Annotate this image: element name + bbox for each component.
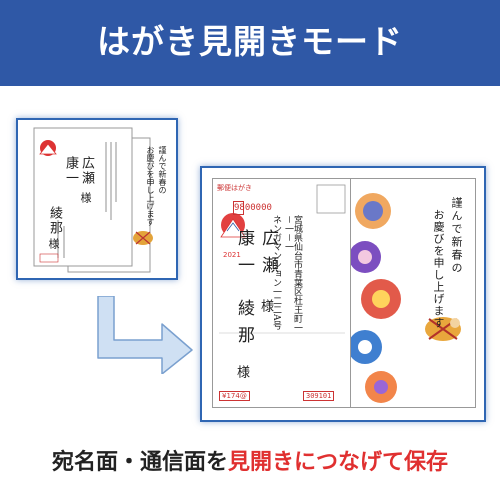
- small-greeting-2: お慶びを申し上げます: [146, 146, 155, 226]
- banner-title: はがき見開きモード: [97, 22, 403, 61]
- year-label: 2021: [223, 251, 241, 259]
- address-line-2: ネンガマンション一二二A号: [271, 215, 281, 330]
- name-given: 康一: [234, 229, 254, 283]
- address-line-1: 宮城県仙台市青葉区杜王町一－一－一: [283, 215, 302, 332]
- small-name-surname: 広瀬: [79, 156, 94, 186]
- greeting-line-2: お慶びを申し上げます: [432, 209, 445, 329]
- postal-code-boxes: 9800000: [233, 201, 272, 215]
- postcard-label: 郵便はがき: [217, 184, 252, 192]
- name-second: 綾那: [234, 299, 254, 353]
- footer-highlight: 見開きにつなげて保存: [228, 450, 449, 475]
- footer-caption: 宛名面・通信面を見開きにつなげて保存: [0, 447, 500, 479]
- address-face: 郵便はがき 9800000 2021 宮城県仙台市青葉区杜王町一－一－一 ネンガ…: [212, 178, 352, 408]
- small-name-second: 綾那: [47, 206, 62, 236]
- honorific-2: 様: [234, 365, 249, 378]
- code-bottom: 309101: [303, 391, 335, 401]
- message-face: 謹んで新春の お慶びを申し上げます: [350, 178, 476, 408]
- flower-illustration: [351, 193, 461, 403]
- stamp-bottom: ¥174@: [219, 391, 250, 401]
- small-name-given: 康一: [63, 156, 78, 186]
- greeting-line-1: 謹んで新春の: [450, 197, 463, 275]
- postal-code: 9800000: [233, 201, 272, 215]
- footer-text: 宛名面・通信面を: [51, 450, 228, 475]
- address-face-art: [219, 184, 346, 334]
- before-illustration: [33, 127, 153, 273]
- spread-preview-panel: 郵便はがき 9800000 2021 宮城県仙台市青葉区杜王町一－一－一 ネンガ…: [200, 166, 486, 422]
- small-honorific-2: 様: [47, 238, 60, 249]
- small-honorific-1: 様: [79, 192, 92, 203]
- name-surname: 広瀬: [258, 229, 278, 283]
- ox-icon: [425, 317, 461, 341]
- right-arrow-icon: [97, 296, 193, 374]
- before-preview-panel: 広瀬 様 康一 綾那 様 謹んで新春の お慶びを申し上げます: [16, 118, 178, 280]
- honorific-1: 様: [258, 299, 273, 312]
- mode-banner: はがき見開きモード: [0, 0, 500, 86]
- small-greeting-1: 謹んで新春の: [158, 146, 167, 194]
